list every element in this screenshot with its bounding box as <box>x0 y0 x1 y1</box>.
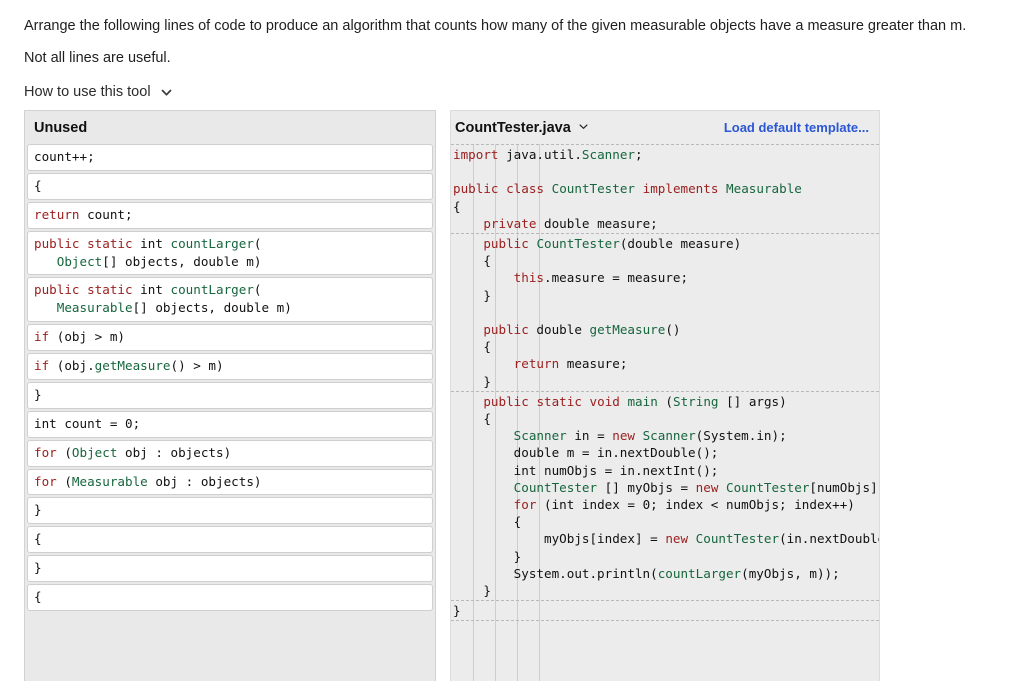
code-line: myObjs[index] = new CountTester(in.nextD… <box>453 531 879 547</box>
code-line: } <box>453 603 461 619</box>
code-panel-header: CountTester.java Load default template..… <box>451 111 879 144</box>
unused-line-l9[interactable]: int count = 0; <box>27 410 433 438</box>
code-line: { <box>453 253 491 269</box>
code-editor-area[interactable]: import java.util.Scanner; public class C… <box>451 144 879 681</box>
how-to-use-label: How to use this tool <box>24 84 151 100</box>
code-line: for (int index = 0; index < numObjs; ind… <box>513 497 855 513</box>
unused-line-l4[interactable]: public static int countLarger( Object[] … <box>27 230 433 276</box>
code-line: this.measure = measure; <box>513 270 689 286</box>
unused-panel: Unused count++;{return count;public stat… <box>24 110 436 681</box>
file-tab-counttester[interactable]: CountTester.java <box>455 120 591 136</box>
code-line: public CountTester(double measure) <box>483 236 742 252</box>
chevron-down-icon <box>160 86 173 99</box>
code-line: System.out.println(countLarger(myObjs, m… <box>453 565 840 581</box>
code-line: public double getMeasure() <box>483 322 681 338</box>
unused-line-l14[interactable]: } <box>27 555 433 582</box>
how-to-use-toggle[interactable]: How to use this tool <box>24 84 173 100</box>
code-line: double m = in.nextDouble(); <box>453 445 719 461</box>
code-line: CountTester [] myObjs = new CountTester[… <box>513 479 879 495</box>
unused-panel-title: Unused <box>25 111 435 144</box>
code-line: { <box>453 411 491 427</box>
code-line: public class CountTester implements Meas… <box>453 181 802 197</box>
unused-line-l10[interactable]: for (Object obj : objects) <box>27 439 433 467</box>
code-block-b4[interactable]: } <box>451 600 879 622</box>
unused-line-l11[interactable]: for (Measurable obj : objects) <box>27 468 433 496</box>
chevron-down-icon <box>578 121 591 134</box>
load-default-template-link[interactable]: Load default template... <box>723 120 869 135</box>
unused-line-l5[interactable]: public static int countLarger( Measurabl… <box>27 277 433 323</box>
code-line <box>451 304 879 321</box>
file-name-label: CountTester.java <box>455 119 571 136</box>
code-line: { <box>453 198 461 214</box>
code-line: int numObjs = in.nextInt(); <box>453 462 719 478</box>
prompt-line-2: Not all lines are useful. <box>24 50 171 66</box>
unused-line-l3[interactable]: return count; <box>27 201 433 229</box>
code-line: import java.util.Scanner; <box>453 147 643 162</box>
unused-line-l1[interactable]: count++; <box>27 144 433 171</box>
unused-line-l7[interactable]: if (obj.getMeasure() > m) <box>27 353 433 380</box>
code-block-b2[interactable]: public CountTester(double measure) { thi… <box>451 233 879 391</box>
code-panel: CountTester.java Load default template..… <box>450 110 880 681</box>
code-block-b1[interactable]: import java.util.Scanner; public class C… <box>451 144 879 233</box>
code-line: return measure; <box>513 356 628 372</box>
unused-line-l6[interactable]: if (obj > m) <box>27 324 433 351</box>
unused-line-l15[interactable]: { <box>27 584 433 611</box>
unused-line-l13[interactable]: { <box>27 526 433 554</box>
unused-line-l8[interactable]: } <box>27 381 433 409</box>
code-blocks: import java.util.Scanner; public class C… <box>451 144 879 622</box>
code-line: } <box>453 287 491 303</box>
code-block-b3[interactable]: public static void main (String [] args)… <box>451 390 879 600</box>
unused-lines-list[interactable]: count++;{return count;public static int … <box>25 144 435 611</box>
prompt-line-1: Arrange the following lines of code to p… <box>24 18 967 34</box>
code-line: } <box>453 373 491 389</box>
code-line: public static void main (String [] args) <box>483 393 787 409</box>
code-line: { <box>453 514 522 530</box>
code-line: Scanner in = new Scanner(System.in); <box>513 428 787 444</box>
code-line: private double measure; <box>483 215 658 231</box>
unused-line-l12[interactable]: } <box>27 497 433 525</box>
code-line: } <box>453 583 491 599</box>
code-line <box>451 163 879 180</box>
code-line: } <box>453 548 522 564</box>
code-line: { <box>453 339 491 355</box>
unused-line-l2[interactable]: { <box>27 172 433 200</box>
